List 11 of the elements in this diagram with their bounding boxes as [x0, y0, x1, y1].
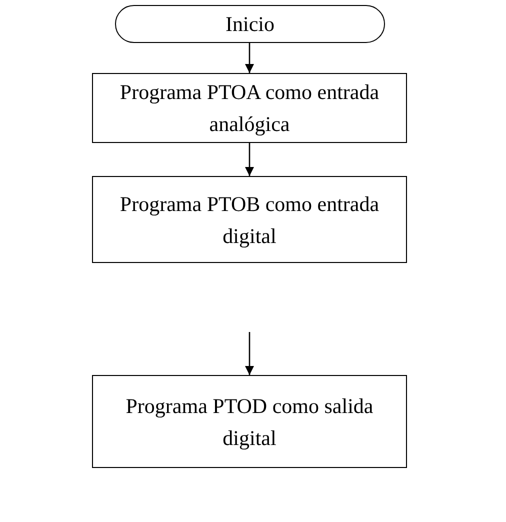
node-text: Programa PTOA como entrada analógica — [118, 79, 380, 138]
arrow — [245, 332, 254, 375]
process-box — [92, 375, 407, 468]
arrow — [245, 143, 254, 176]
node-text: Inicio — [226, 11, 274, 38]
start-terminal — [115, 5, 385, 43]
node-text: Programa PTOD como salida digital — [124, 392, 374, 452]
process-box — [92, 176, 407, 263]
node-text: Programa PTOB como entrada digital — [118, 190, 380, 250]
arrow — [245, 43, 254, 73]
process-box — [92, 73, 407, 143]
